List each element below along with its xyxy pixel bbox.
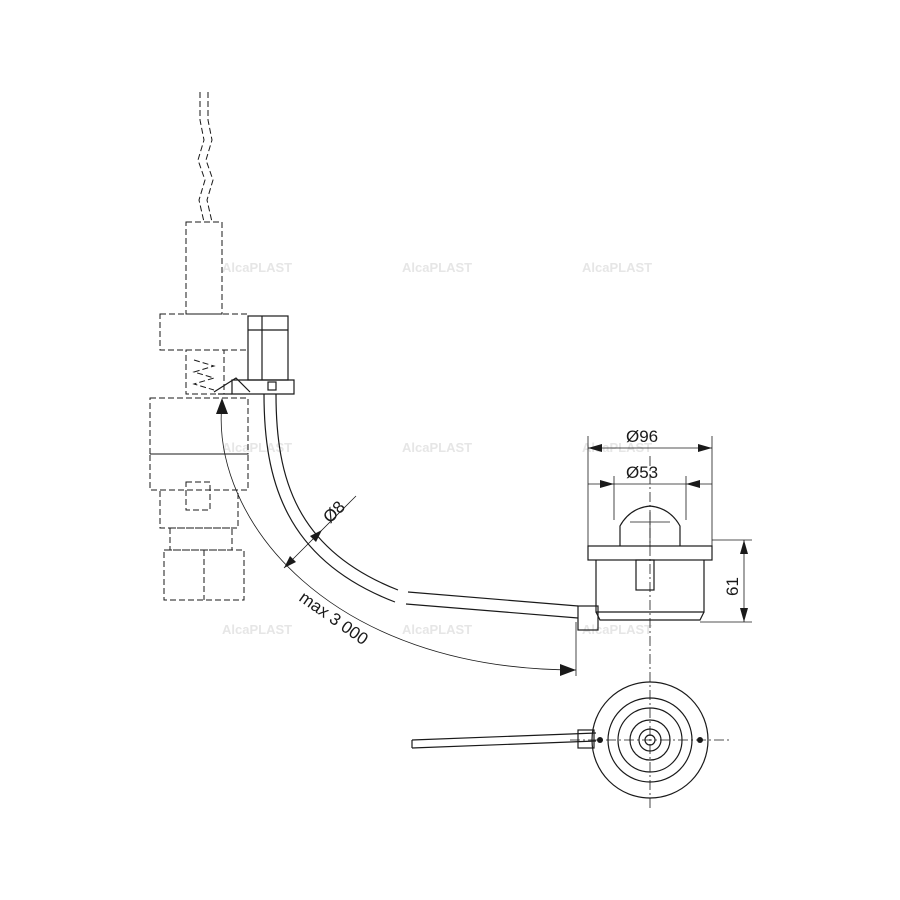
- watermark-group: AlcaPLAST AlcaPLAST AlcaPLAST AlcaPLAST …: [222, 260, 652, 637]
- hose: [263, 393, 579, 619]
- flush-valve-outline: [149, 92, 249, 601]
- watermark-9: AlcaPLAST: [582, 622, 652, 637]
- outer-diameter-label: Ø96: [626, 427, 658, 446]
- height-label: 61: [723, 577, 742, 596]
- hose-length-label: max 3 000: [296, 588, 372, 649]
- watermark-4: AlcaPLAST: [222, 440, 292, 455]
- watermark-2: AlcaPLAST: [402, 260, 472, 275]
- diameter-dimensions: Ø96 Ø53: [587, 427, 713, 546]
- watermark-1: AlcaPLAST: [222, 260, 292, 275]
- hose-diameter-label: Ø8: [319, 497, 348, 526]
- watermark-3: AlcaPLAST: [582, 260, 652, 275]
- valve-actuator: [213, 315, 295, 395]
- push-button-top-view: [411, 681, 730, 799]
- inner-diameter-label: Ø53: [626, 463, 658, 482]
- watermark-8: AlcaPLAST: [402, 622, 472, 637]
- watermark-7: AlcaPLAST: [222, 622, 292, 637]
- height-dimension: 61: [700, 539, 752, 623]
- watermark-5: AlcaPLAST: [402, 440, 472, 455]
